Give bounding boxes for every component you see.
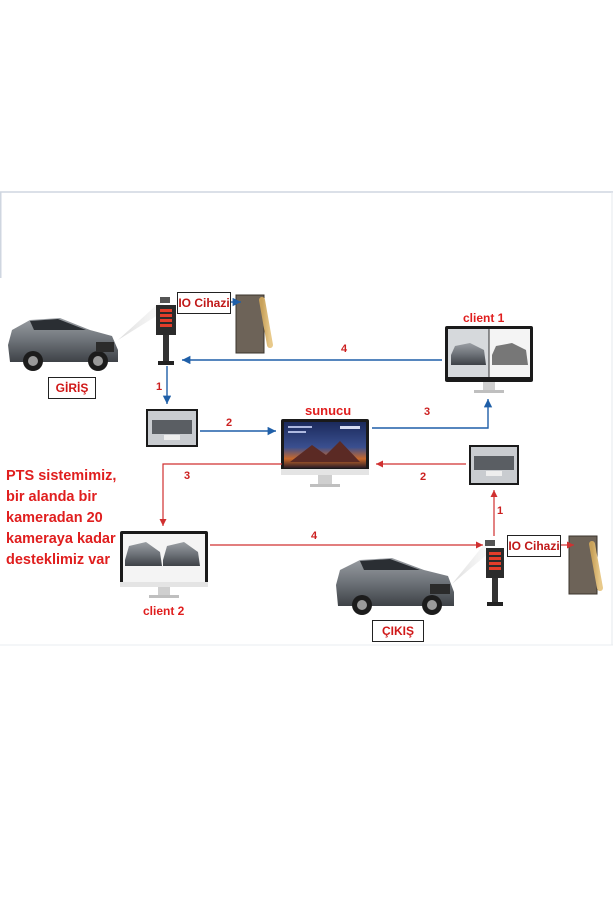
entry-flow-arrows: [162, 297, 493, 436]
step-entry-to-server: 2: [226, 417, 233, 429]
client2-monitor: [120, 531, 208, 598]
entry-barrier: [235, 294, 273, 354]
step-client1-to-io: 4: [341, 343, 348, 355]
client1-monitor: [445, 326, 533, 393]
entry-camera-cone: [118, 300, 166, 340]
step-client2-to-io: 4: [311, 530, 318, 542]
step-entry-down: 1: [156, 381, 163, 393]
exit-barrier: [568, 535, 603, 595]
frame-lines: [0, 191, 613, 646]
exit-snapshot: [469, 445, 519, 485]
entry-camera-pole: [156, 297, 176, 365]
exit-car: [336, 558, 454, 615]
io-device-entry-label: IO Cihazi: [177, 292, 231, 314]
entry-label: GİRİŞ: [48, 377, 96, 399]
exit-label: ÇIKIŞ: [372, 620, 424, 642]
exit-flow-arrows: [159, 460, 574, 549]
step-server-to-client2: 3: [184, 470, 191, 482]
server-monitor: [281, 419, 369, 487]
exit-camera-pole: [485, 540, 504, 606]
io-device-exit-label: IO Cihazi: [507, 535, 561, 557]
step-server-to-client1: 3: [424, 406, 431, 418]
step-exit-up: 1: [497, 505, 504, 517]
system-note: PTS sistemimiz, bir alanda bir kameradan…: [6, 468, 117, 568]
client1-label: client 1: [463, 311, 505, 325]
step-exit-to-server: 2: [420, 471, 427, 483]
client2-label: client 2: [143, 604, 185, 618]
server-label: sunucu: [305, 403, 352, 418]
entry-car: [8, 318, 118, 371]
entry-snapshot: [146, 409, 198, 447]
exit-camera-cone: [452, 542, 490, 584]
